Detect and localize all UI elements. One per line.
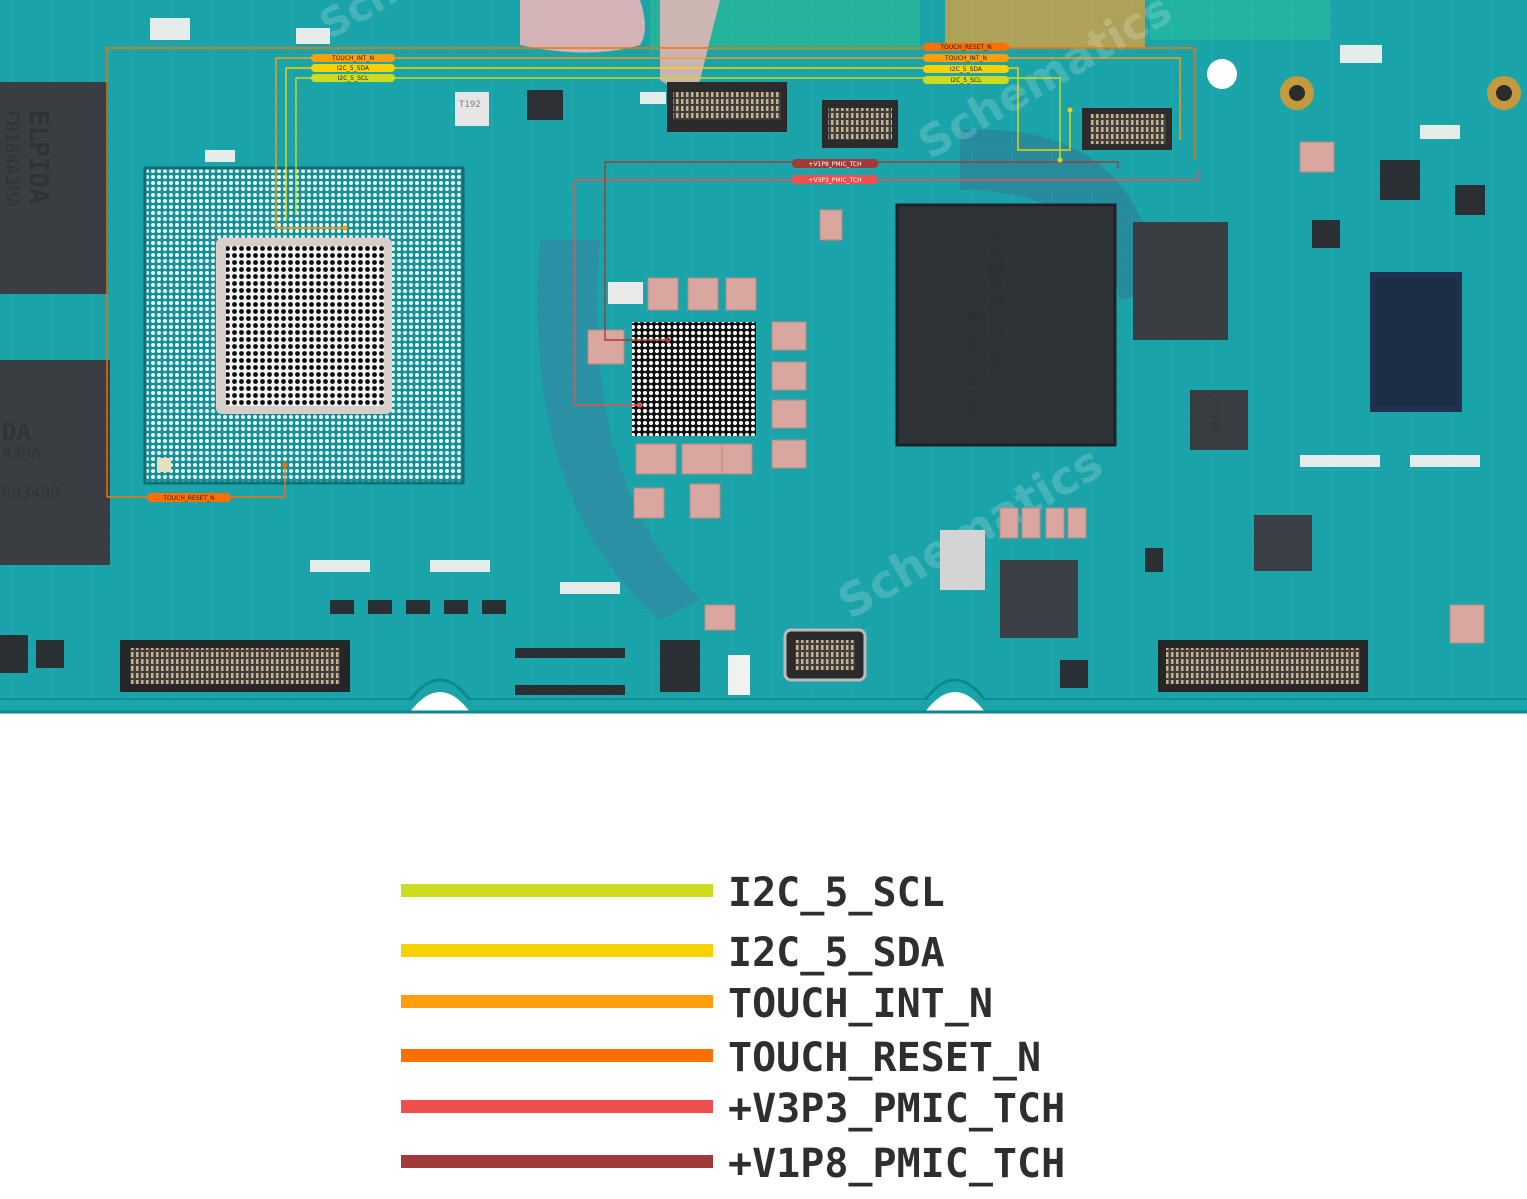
- svg-text:A3MA: A3MA: [2, 443, 41, 462]
- legend-swatch-sda: [401, 944, 713, 957]
- net-label-v1p8: +V1P8_PMIC_TCH: [808, 161, 861, 168]
- net-label-right-sda: I2C_5_SDA: [950, 66, 983, 73]
- legend-swatch-touch-int: [401, 995, 713, 1008]
- legend-label-v1p8: +V1P8_PMIC_TCH: [728, 1141, 1066, 1187]
- svg-text:VB108 CHINA: VB108 CHINA: [963, 300, 984, 419]
- svg-text:DA: DA: [2, 418, 31, 446]
- net-label-right-reset: TOUCH_RESET_N: [939, 44, 991, 51]
- svg-text:ELPIDA: ELPIDA: [23, 110, 53, 204]
- legend-label-sda: I2C_5_SDA: [728, 930, 945, 976]
- svg-text:H9SBMC8X2L.BAT: H9SBMC8X2L.BAT: [985, 230, 1006, 382]
- svg-text:F8164A3MA: F8164A3MA: [1, 110, 22, 208]
- net-label-left-touch-int: TOUCH_INT_N: [331, 55, 374, 62]
- legend-label-scl: I2C_5_SCL: [728, 870, 945, 916]
- legend-label-touch-int: TOUCH_INT_N: [728, 981, 993, 1027]
- svg-text:R03400: R03400: [2, 483, 60, 502]
- pcb-board-image: Schematics Schematics Schematics ELPIDA …: [0, 0, 1527, 715]
- svg-text:YL518E: YL518E: [1209, 396, 1220, 432]
- net-label-right-touch-int: TOUCH_INT_N: [944, 55, 987, 62]
- legend-swatch-v1p8: [401, 1155, 713, 1168]
- net-label-left-sda: I2C_5_SDA: [337, 65, 370, 72]
- legend-swatch-scl: [401, 884, 713, 897]
- legend-label-touch-reset: TOUCH_RESET_N: [728, 1035, 1042, 1081]
- net-label-left-reset: TOUCH_RESET_N: [162, 495, 214, 502]
- legend-swatch-v3p3: [401, 1100, 713, 1113]
- legend-label-v3p3: +V3P3_PMIC_TCH: [728, 1086, 1066, 1132]
- legend-swatch-touch-reset: [401, 1049, 713, 1062]
- net-label-right-scl: I2C_5_SCL: [951, 77, 983, 84]
- net-label-v3p3: +V3P3_PMIC_TCH: [808, 177, 861, 184]
- net-label-left-scl: I2C_5_SCL: [338, 75, 370, 82]
- svg-text:T192: T192: [459, 100, 481, 110]
